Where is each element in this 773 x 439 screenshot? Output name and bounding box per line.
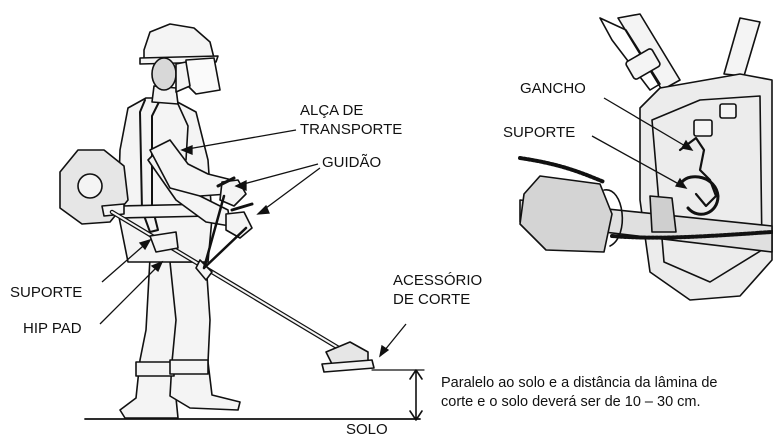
leader-lines (99, 97, 694, 358)
label-alca-line2: TRANSPORTE (300, 121, 403, 138)
label-suporte-right: SUPORTE (503, 124, 576, 141)
hook (678, 136, 718, 208)
support-ring (680, 175, 720, 216)
label-solo: SOLO (346, 421, 388, 438)
label-guidao: GUIDÃO (322, 154, 382, 171)
hip-pad (149, 231, 179, 253)
helmet (143, 23, 215, 61)
note-line2: corte e o solo deverá ser de 10 – 30 cm. (441, 394, 701, 410)
back-plate (639, 73, 773, 301)
label-acessorio-line2: DE CORTE (393, 291, 471, 308)
label-gancho: GANCHO (520, 80, 586, 97)
height-marker (409, 369, 423, 421)
handlebar (195, 259, 213, 281)
harness-strap (139, 99, 161, 233)
brush-cutter (59, 149, 375, 373)
face-shield (185, 57, 221, 95)
label-suporte-left: SUPORTE (10, 284, 83, 301)
label-acessorio-line1: ACESSÓRIO (393, 272, 483, 289)
label-alca-line1: ALÇA DE (300, 102, 364, 119)
operator-figure (117, 23, 253, 419)
harness-detail (518, 13, 773, 301)
note-line1: Paralelo ao solo e a distância da lâmina… (441, 375, 718, 391)
glove (225, 211, 253, 239)
label-hip-pad: HIP PAD (23, 320, 82, 337)
